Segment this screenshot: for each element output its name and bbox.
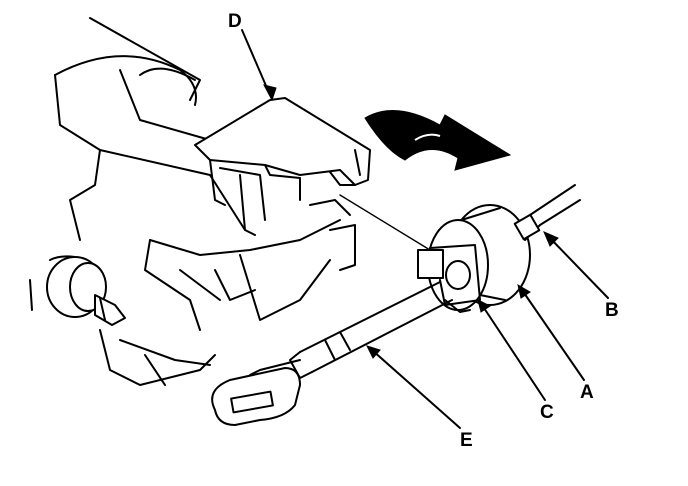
label-a: A	[580, 382, 594, 403]
curved-arrow-icon	[364, 109, 512, 171]
arrowhead-a	[517, 283, 531, 299]
ignition-switch-a	[417, 204, 531, 313]
arrowhead-c	[477, 299, 491, 313]
label-d: D	[228, 11, 242, 32]
leader-d	[241, 29, 271, 96]
leader-e	[371, 349, 461, 429]
cable-b	[513, 184, 581, 241]
lock-cylinder-knob	[29, 255, 126, 326]
leader-lines	[241, 29, 609, 429]
cover-d	[194, 97, 371, 236]
leader-a	[521, 289, 585, 381]
key-head	[211, 367, 301, 426]
label-e: E	[460, 430, 473, 451]
leader-b	[547, 235, 609, 299]
leader-c	[481, 304, 546, 401]
key-barrel-e	[249, 281, 453, 379]
column-housing	[54, 17, 431, 386]
arrowhead-b	[543, 231, 559, 247]
arrowhead-e	[366, 345, 381, 359]
label-c: C	[540, 402, 554, 423]
label-b: B	[605, 300, 619, 321]
arrowhead-d	[263, 84, 277, 102]
